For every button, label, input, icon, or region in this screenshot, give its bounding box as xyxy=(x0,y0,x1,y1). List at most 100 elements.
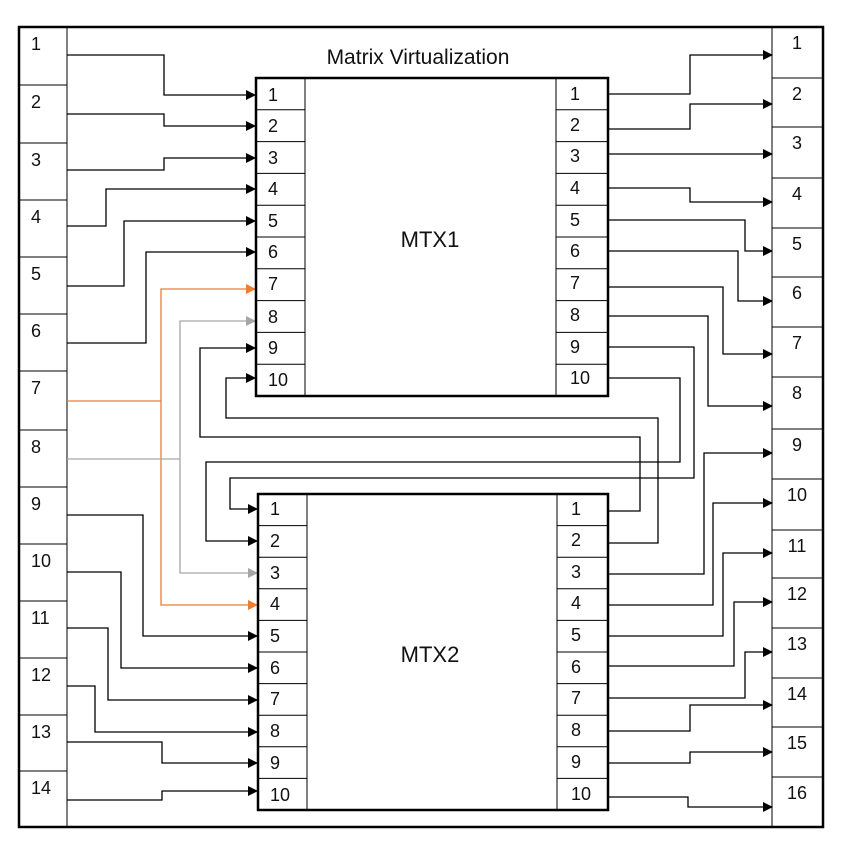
wire-mtx1-6-to-output-6 xyxy=(608,250,773,306)
mtx1-out-port-label: 6 xyxy=(570,241,580,261)
input-label: 13 xyxy=(31,722,51,742)
output-label: 8 xyxy=(792,383,802,403)
mtx2-in-port-label: 2 xyxy=(270,531,280,551)
wire-input-2-to-mtx1-2 xyxy=(67,113,256,131)
wire-input-10-to-mtx2-6 xyxy=(67,571,258,673)
mtx2-out-port-label: 8 xyxy=(571,720,581,740)
wire-mtx2-8-to-output-14 xyxy=(608,700,773,732)
input-label: 9 xyxy=(31,494,41,514)
wire-input-4-to-mtx1-4 xyxy=(67,184,256,227)
mtx1-label: MTX1 xyxy=(401,227,460,252)
mtx2-out-port-label: 10 xyxy=(571,784,591,804)
wire-mtx1-2-to-output-2 xyxy=(608,99,773,130)
output-label: 7 xyxy=(792,333,802,353)
output-label: 5 xyxy=(792,234,802,254)
wire-input-13-to-mtx2-9 xyxy=(67,741,258,768)
mtx2-out-port-label: 5 xyxy=(571,625,581,645)
mtx1-in-port-label: 1 xyxy=(268,85,278,105)
output-label: 12 xyxy=(787,584,807,604)
wire-mtx1-1-to-output-1 xyxy=(608,50,773,95)
wire-mtx1-10-to-mtx2-2 xyxy=(205,377,681,546)
wire-mtx1-9-to-mtx2-1 xyxy=(229,346,695,514)
mtx1-out-port-label: 2 xyxy=(570,115,580,135)
mtx2-in-port-label: 3 xyxy=(270,563,280,583)
wire-input-7-to-mtx1-7 xyxy=(67,284,256,402)
wire-mtx2-5-to-output-11 xyxy=(608,548,773,637)
input-label: 6 xyxy=(31,321,41,341)
mtx2-out-port-label: 7 xyxy=(571,688,581,708)
output-label: 10 xyxy=(787,485,807,505)
mtx1-in-port-label: 5 xyxy=(268,211,278,231)
mtx1-out-port-label: 9 xyxy=(570,337,580,357)
mtx1-out-port-label: 1 xyxy=(570,84,580,104)
mtx1-out-port-label: 5 xyxy=(570,210,580,230)
output-label: 9 xyxy=(792,435,802,455)
input-label: 11 xyxy=(31,608,50,628)
mtx2-in-port-label: 8 xyxy=(270,721,280,741)
output-label: 14 xyxy=(787,684,807,704)
mtx2-in-port-label: 10 xyxy=(270,785,290,805)
input-label: 12 xyxy=(31,665,51,685)
wire-input-9-to-mtx2-5 xyxy=(67,514,258,641)
mtx2-out-port-label: 6 xyxy=(571,657,581,677)
mtx1-in-port-label: 7 xyxy=(268,274,278,294)
mtx1-in-port-label: 4 xyxy=(268,179,278,199)
input-label: 8 xyxy=(31,437,41,457)
wire-mtx1-7-to-output-7 xyxy=(608,286,773,359)
mtx1-out-port-label: 10 xyxy=(570,368,590,388)
input-label: 2 xyxy=(31,92,41,112)
output-label: 3 xyxy=(792,133,802,153)
output-label: 2 xyxy=(792,84,802,104)
output-label: 13 xyxy=(787,634,807,654)
wire-mtx2-4-to-output-10 xyxy=(608,498,773,606)
mtx1-in-port-label: 2 xyxy=(268,116,278,136)
mtx2-in-port-label: 9 xyxy=(270,753,280,773)
wire-mtx2-10-to-output-16 xyxy=(608,796,773,812)
mtx1-out-port-label: 4 xyxy=(570,178,580,198)
mtx2-in-port-label: 7 xyxy=(270,689,280,709)
wire-mtx2-1-to-mtx1-9 xyxy=(199,343,641,512)
wire-mtx2-3-to-output-9 xyxy=(608,448,773,575)
outer-frame xyxy=(17,25,825,829)
output-label: 16 xyxy=(787,783,807,803)
diagram-title: Matrix Virtualization xyxy=(327,46,510,69)
input-label: 3 xyxy=(31,150,41,170)
wire-mtx1-4-to-output-4 xyxy=(608,187,773,207)
mtx1-out-port-label: 8 xyxy=(570,305,580,325)
mtx1-in-port-label: 8 xyxy=(268,307,278,327)
wire-input-12-to-mtx2-8 xyxy=(67,685,258,737)
wire-input-5-to-mtx1-5 xyxy=(67,216,256,287)
wire-mtx2-2-to-mtx1-10 xyxy=(225,373,659,544)
input-label: 10 xyxy=(31,551,51,571)
wire-input-7-to-mtx2-4 xyxy=(160,401,258,610)
mtx1-out-port-label: 3 xyxy=(570,146,580,166)
wire-input-8-to-mtx2-3 xyxy=(179,459,258,578)
output-label: 11 xyxy=(788,536,807,556)
output-label: 15 xyxy=(787,733,807,753)
mtx2-label: MTX2 xyxy=(401,642,460,667)
output-label: 6 xyxy=(792,283,802,303)
wire-input-14-to-mtx2-10 xyxy=(67,786,258,801)
wire-mtx1-8-to-output-8 xyxy=(608,315,773,411)
mtx1-in-port-label: 10 xyxy=(268,370,288,390)
wire-input-1-to-mtx1-1 xyxy=(67,54,256,100)
wire-input-3-to-mtx1-3 xyxy=(67,153,256,171)
output-label: 4 xyxy=(792,184,802,204)
wire-mtx2-9-to-output-15 xyxy=(608,747,773,764)
mtx2-in-port-label: 4 xyxy=(270,594,280,614)
input-label: 4 xyxy=(31,207,41,227)
mtx2-out-port-label: 1 xyxy=(571,499,581,519)
mtx2-out-port-label: 9 xyxy=(571,752,581,772)
output-label: 1 xyxy=(792,33,802,53)
wire-input-6-to-mtx1-6 xyxy=(67,247,256,344)
input-label: 5 xyxy=(31,264,41,284)
mtx2-out-port-label: 2 xyxy=(571,530,581,550)
wire-input-11-to-mtx2-7 xyxy=(67,627,258,705)
wire-input-8-to-mtx1-8 xyxy=(67,316,256,460)
